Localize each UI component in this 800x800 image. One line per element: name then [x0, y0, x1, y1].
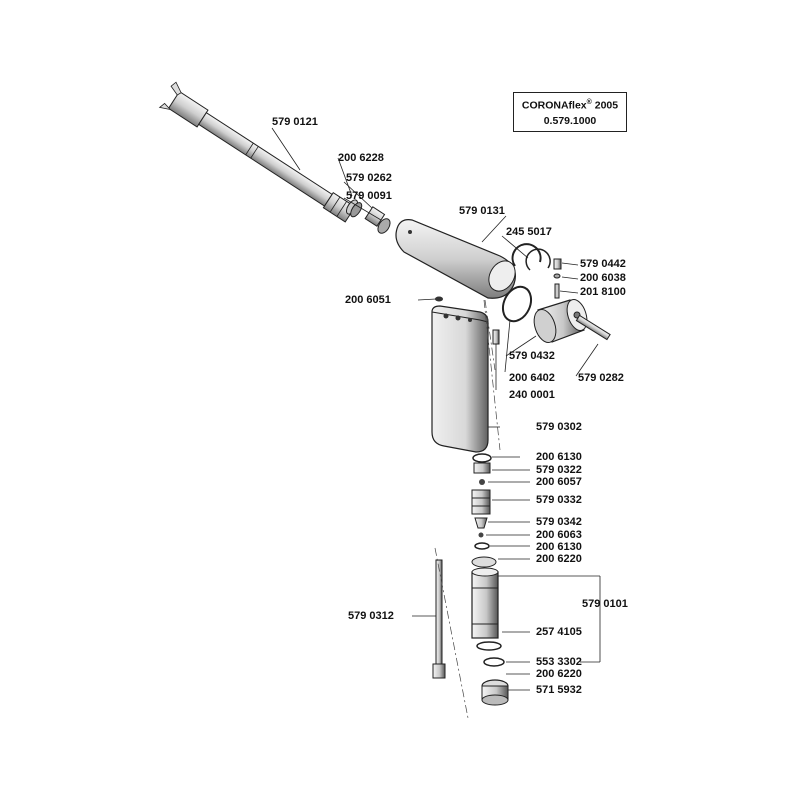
part-label: 553 3302 — [536, 656, 582, 668]
leader-lines — [271, 127, 601, 691]
part-label: 201 8100 — [580, 286, 626, 298]
handle-part — [431, 305, 489, 453]
year: 2005 — [594, 99, 619, 112]
part-label: 579 0342 — [536, 516, 582, 528]
valve-stack — [471, 453, 509, 706]
part-label: 200 6051 — [345, 294, 391, 306]
article-code: 0.579.1000 — [543, 114, 597, 127]
part-label: 579 0282 — [578, 372, 624, 384]
part-label: 579 0091 — [346, 190, 392, 202]
part-label: 200 6220 — [536, 668, 582, 680]
part-label: 579 0312 — [348, 610, 394, 622]
part-label: 200 6402 — [509, 372, 555, 384]
part-label: 200 6130 — [536, 451, 582, 463]
screw-part — [553, 258, 562, 299]
registered-mark: ® — [586, 99, 592, 106]
part-label: 200 6063 — [536, 529, 582, 541]
pin-part — [575, 314, 611, 341]
part-label: 579 0121 — [272, 116, 318, 128]
rod-part — [432, 559, 446, 679]
o-ring-part — [501, 285, 533, 323]
ring-part — [346, 199, 363, 218]
part-label: 240 0001 — [509, 389, 555, 401]
part-label: 200 6057 — [536, 476, 582, 488]
part-label: 579 0262 — [346, 172, 392, 184]
part-label: 579 0302 — [536, 421, 582, 433]
part-label: 579 0131 — [459, 205, 505, 217]
part-label: 200 6130 — [536, 541, 582, 553]
part-label: 200 6220 — [536, 553, 582, 565]
part-label: 579 0101 — [582, 598, 628, 610]
part-label: 245 5017 — [506, 226, 552, 238]
title-line: CORONAflex® 2005 — [514, 99, 626, 112]
clip-ring-part — [511, 243, 551, 271]
brand-name: CORONAflex — [521, 99, 587, 112]
body-part — [395, 219, 516, 299]
centerlines — [434, 299, 501, 719]
part-label: 579 0322 — [536, 464, 582, 476]
cylinder-part — [533, 299, 588, 343]
small-screw-part — [492, 329, 500, 345]
part-label: 579 0332 — [536, 494, 582, 506]
part-label: 579 0442 — [580, 258, 626, 270]
cap-part — [377, 218, 391, 234]
part-label: 579 0432 — [509, 350, 555, 362]
part-label: 200 6038 — [580, 272, 626, 284]
barrel-part — [158, 81, 356, 223]
part-label: 200 6228 — [338, 152, 384, 164]
part-label: 257 4105 — [536, 626, 582, 638]
title-box: CORONAflex® 2005 0.579.1000 — [513, 92, 627, 132]
washer-part — [435, 296, 443, 302]
part-label: 571 5932 — [536, 684, 582, 696]
